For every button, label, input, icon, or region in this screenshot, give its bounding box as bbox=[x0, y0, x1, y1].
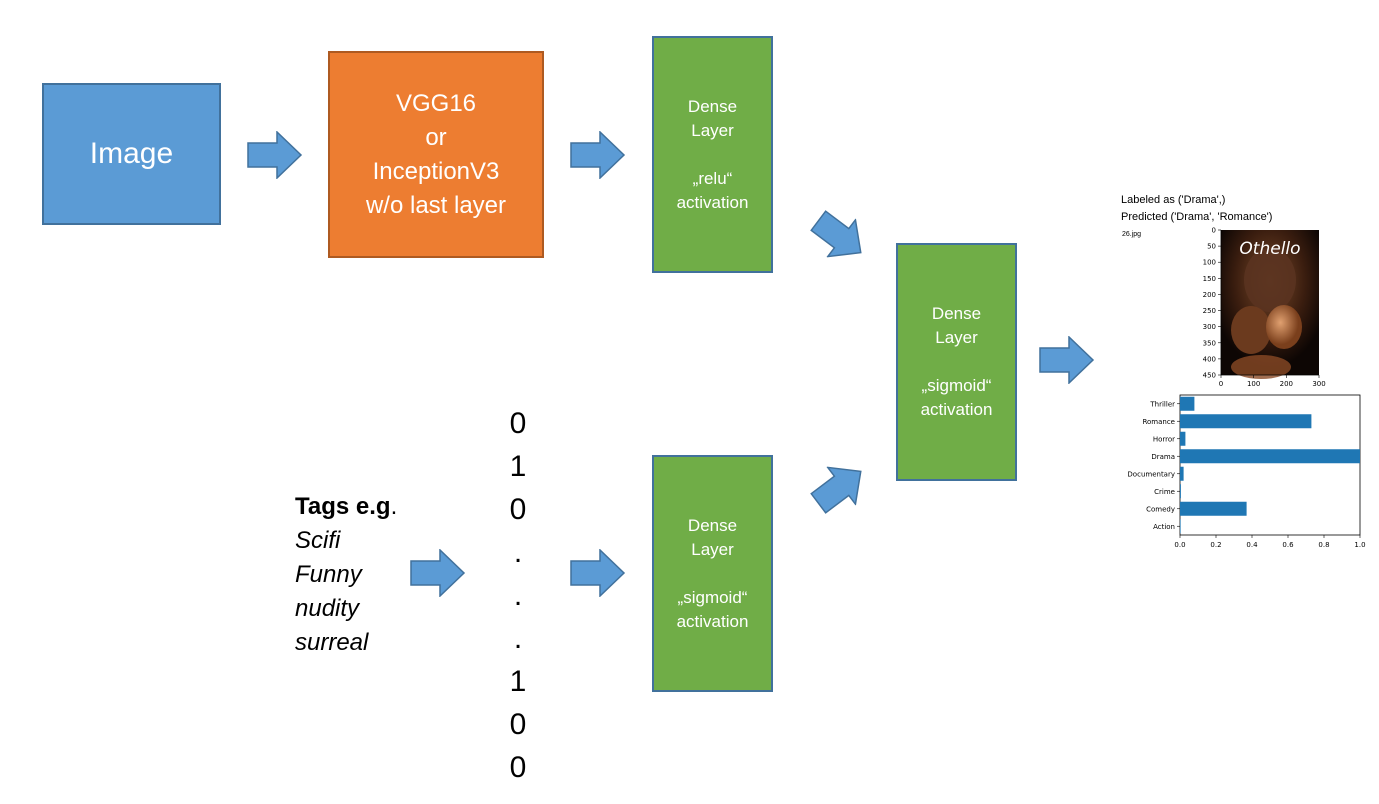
tag-item: Scifi bbox=[295, 527, 341, 554]
x-tick-label: 1.0 bbox=[1354, 541, 1365, 549]
tag-item: nudity bbox=[295, 595, 360, 622]
bar-thriller bbox=[1180, 396, 1195, 411]
dense-relu-line-3: „relu“ bbox=[692, 168, 733, 188]
dense-tags-line-3: „sigmoid“ bbox=[677, 587, 748, 607]
image-input-label: Image bbox=[89, 137, 174, 170]
arrow-dense-to-output-icon bbox=[1039, 336, 1095, 384]
cnn-line-1: VGG16 bbox=[395, 89, 477, 117]
poster-y-tick-label: 100 bbox=[1203, 259, 1216, 267]
poster-x-tick-label: 200 bbox=[1280, 380, 1293, 388]
tag-binary-vector: 0 1 0 . . . 1 0 0 bbox=[503, 402, 533, 789]
dense-out-line-3: „sigmoid“ bbox=[921, 376, 992, 395]
dense-out-line-2: Layer bbox=[935, 328, 978, 347]
poster-y-tick-label: 400 bbox=[1203, 355, 1216, 363]
vector-entry: . bbox=[513, 622, 523, 655]
cnn-line-2: or bbox=[425, 123, 447, 151]
cnn-line-3: InceptionV3 bbox=[372, 157, 500, 185]
y-tick-label: Thriller bbox=[1149, 400, 1175, 408]
poster-face-right bbox=[1266, 305, 1302, 349]
dense-layer-sigmoid-tags-box: Dense Layer „sigmoid“ activation bbox=[652, 455, 773, 692]
dense-layer-sigmoid-output-box: Dense Layer „sigmoid“ activation bbox=[896, 243, 1017, 481]
x-tick-label: 0.0 bbox=[1174, 541, 1185, 549]
poster-y-tick-label: 300 bbox=[1203, 323, 1216, 331]
dense-out-line-4: activation bbox=[920, 400, 993, 419]
bar-romance bbox=[1180, 414, 1312, 429]
labeled-as-text: Labeled as ('Drama',) bbox=[1121, 194, 1226, 206]
tags-heading-bold: Tags e.g bbox=[295, 493, 391, 520]
filename-text: 26.jpg bbox=[1122, 231, 1142, 238]
dense-relu-line-2: Layer bbox=[691, 120, 734, 140]
vector-entry: 0 bbox=[509, 708, 527, 741]
bar-horror bbox=[1180, 431, 1186, 446]
x-tick-label: 0.2 bbox=[1210, 541, 1221, 549]
y-tick-label: Documentary bbox=[1127, 470, 1175, 478]
bar-comedy bbox=[1180, 501, 1247, 516]
poster-x-tick-label: 0 bbox=[1219, 380, 1223, 388]
x-tick-label: 0.4 bbox=[1246, 541, 1258, 549]
bar-drama bbox=[1180, 449, 1360, 464]
genre-probability-chart: Action Comedy Crime Documentary Drama Horror R… bbox=[1127, 394, 1366, 549]
dense-tags-line-1: Dense bbox=[687, 515, 738, 535]
vector-entry: 0 bbox=[509, 407, 527, 440]
y-tick-label: Crime bbox=[1154, 488, 1175, 496]
poster-y-tick-label: 450 bbox=[1203, 372, 1216, 380]
cnn-line-4: w/o last layer bbox=[365, 191, 507, 219]
poster-shoulder bbox=[1231, 355, 1291, 379]
dense-relu-line-4: activation bbox=[676, 192, 749, 212]
vector-entry: 0 bbox=[509, 751, 527, 784]
chart-frame bbox=[1179, 394, 1361, 536]
poster-y-tick-label: 250 bbox=[1203, 307, 1216, 315]
poster-x-tick-label: 100 bbox=[1247, 380, 1260, 388]
poster-face-top bbox=[1244, 248, 1296, 312]
poster-face-left bbox=[1231, 306, 1271, 354]
y-tick-label: Comedy bbox=[1146, 505, 1175, 513]
tags-heading: Tags e.g. bbox=[295, 490, 397, 524]
tags-example-text: Tags e.g. Scifi Funny nudity surreal bbox=[295, 490, 397, 660]
tags-heading-dot: . bbox=[390, 493, 398, 520]
poster-y-tick-label: 50 bbox=[1207, 243, 1216, 251]
x-tick-label: 0.6 bbox=[1282, 541, 1294, 549]
poster-y-tick-label: 350 bbox=[1203, 339, 1216, 347]
tag-item: surreal bbox=[295, 629, 369, 656]
image-input-box: Image bbox=[42, 83, 221, 225]
bar-action bbox=[1180, 519, 1181, 534]
poster-title: Othello bbox=[1239, 239, 1300, 259]
dense-tags-line-4: activation bbox=[676, 611, 749, 631]
poster-y-tick-label: 150 bbox=[1203, 275, 1216, 283]
arrow-vector-to-dense-icon bbox=[570, 549, 626, 597]
poster-y-tick-label: 0 bbox=[1212, 227, 1216, 235]
dense-out-line-1: Dense bbox=[931, 304, 982, 323]
arrow-image-to-cnn-icon bbox=[247, 131, 303, 179]
arrow-tags-to-merge-icon bbox=[810, 466, 862, 514]
vector-entry: . bbox=[513, 579, 523, 612]
y-tick-label: Romance bbox=[1142, 418, 1175, 426]
arrow-cnn-to-dense-icon bbox=[570, 131, 626, 179]
dense-layer-relu-box: Dense Layer „relu“ activation bbox=[652, 36, 773, 273]
predicted-text: Predicted ('Drama', 'Romance') bbox=[1121, 211, 1273, 223]
x-tick-label: 0.8 bbox=[1318, 541, 1329, 549]
poster-x-tick-label: 300 bbox=[1312, 380, 1325, 388]
bar-documentary bbox=[1180, 466, 1184, 481]
vector-entry: 1 bbox=[509, 450, 527, 483]
y-tick-label: Drama bbox=[1151, 453, 1175, 461]
y-tick-label: Horror bbox=[1153, 435, 1175, 443]
dense-relu-line-1: Dense bbox=[687, 96, 738, 116]
vector-entry: 1 bbox=[509, 665, 527, 698]
bar-crime bbox=[1180, 484, 1181, 499]
arrow-tags-to-vector-icon bbox=[410, 549, 466, 597]
vector-entry: 0 bbox=[509, 493, 527, 526]
dense-tags-line-2: Layer bbox=[691, 539, 734, 559]
poster-y-tick-label: 200 bbox=[1203, 291, 1216, 299]
vector-entry: . bbox=[513, 536, 523, 569]
tag-item: Funny bbox=[295, 561, 362, 588]
y-tick-label: Action bbox=[1153, 523, 1175, 531]
arrow-relu-to-merge-icon bbox=[810, 210, 862, 258]
cnn-backbone-box: VGG16 or InceptionV3 w/o last layer bbox=[328, 51, 544, 258]
